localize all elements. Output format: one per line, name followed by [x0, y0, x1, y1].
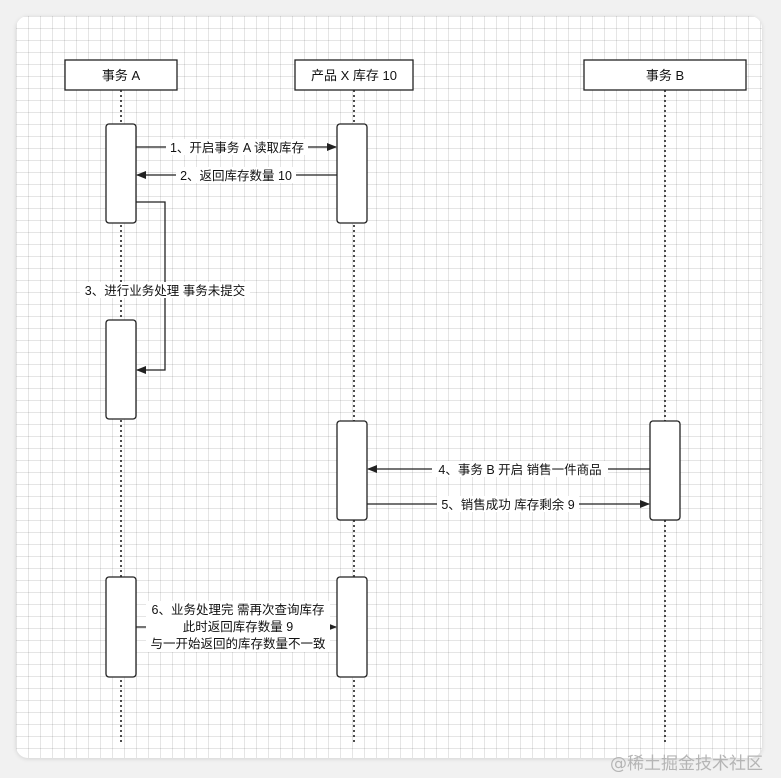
- message-label: 5、销售成功 库存剩余 9: [441, 497, 574, 512]
- message-label-line-3: 与一开始返回的库存数量不一致: [150, 636, 326, 651]
- participant-product-x: 产品 X 库存 10: [294, 59, 414, 91]
- message-1: 1、开启事务 A 读取库存: [136, 139, 337, 155]
- message-6: 6、业务处理完 需再次查询库存 此时返回库存数量 9 与一开始返回的库存数量不一…: [136, 601, 337, 652]
- message-5: 5、销售成功 库存剩余 9: [367, 496, 650, 512]
- participant-label: 产品 X 库存 10: [311, 68, 397, 83]
- activation-box: [336, 123, 368, 224]
- message-4: 4、事务 B 开启 销售一件商品: [367, 461, 650, 477]
- diagram-canvas: [16, 16, 762, 758]
- participant-label: 事务 B: [646, 68, 684, 83]
- message-label: 2、返回库存数量 10: [180, 168, 292, 183]
- message-label: 1、开启事务 A 读取库存: [170, 140, 304, 155]
- message-2: 2、返回库存数量 10: [136, 167, 337, 183]
- activation-box: [105, 123, 137, 224]
- watermark: @稀土掘金技术社区: [610, 754, 763, 774]
- message-3: 3、进行业务处理 事务未提交: [80, 201, 250, 374]
- message-label: 3、进行业务处理 事务未提交: [85, 283, 245, 298]
- activation-box: [336, 420, 368, 521]
- participant-transaction-a: 事务 A: [64, 59, 178, 91]
- participant-label: 事务 A: [102, 68, 141, 83]
- activation-box: [105, 319, 137, 420]
- activation-box: [336, 576, 368, 678]
- message-label-line-1: 6、业务处理完 需再次查询库存: [152, 602, 325, 617]
- message-label: 4、事务 B 开启 销售一件商品: [438, 462, 601, 477]
- activation-box: [649, 420, 681, 521]
- activation-box: [105, 576, 137, 678]
- message-label-line-2: 此时返回库存数量 9: [183, 619, 293, 634]
- participant-transaction-b: 事务 B: [583, 59, 747, 91]
